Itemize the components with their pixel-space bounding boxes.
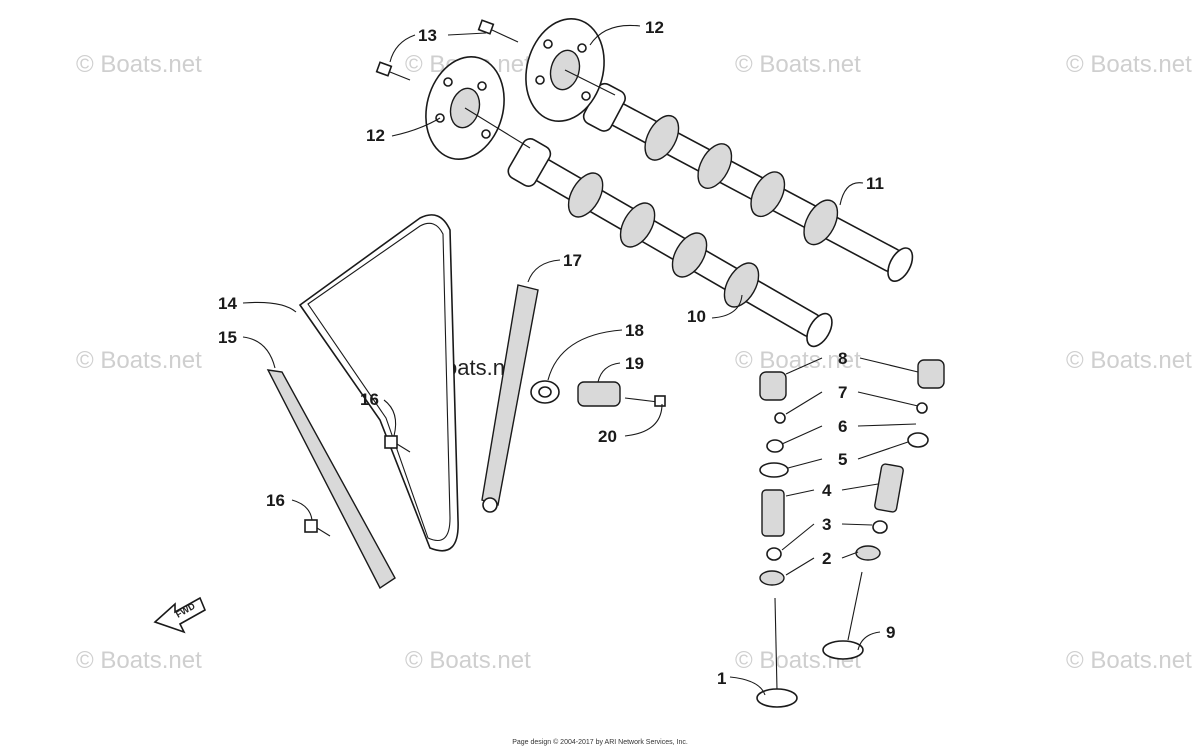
timing-chain[interactable] (298, 214, 459, 552)
valve-lifter-right[interactable] (917, 359, 945, 389)
assembly-line (464, 107, 531, 149)
spring-seat-right[interactable] (855, 545, 881, 561)
valve-spring-right[interactable] (874, 463, 904, 513)
watermark: © Boats.net (735, 51, 861, 78)
valve-lifter-left[interactable] (759, 371, 787, 401)
callout-16-upper[interactable]: 16 (360, 390, 379, 409)
watermark-layer: © Boats.net © Boats.net © Boats.net © Bo… (76, 51, 1192, 674)
valve-train-right (822, 359, 945, 660)
spring-retainer-right[interactable] (907, 432, 929, 448)
valve-keeper-left[interactable] (766, 439, 784, 453)
sprocket-bolt-lower[interactable] (375, 61, 411, 81)
callout-labels: 1 2 3 4 5 6 7 8 9 10 11 12 12 13 14 15 1… (218, 18, 895, 688)
callout-16-lower[interactable]: 16 (266, 491, 285, 510)
tensioner-bolt[interactable] (624, 395, 666, 407)
tensioner-gasket[interactable] (530, 380, 560, 404)
callout-7[interactable]: 7 (838, 383, 847, 402)
watermark: © Boats.net (1066, 347, 1192, 374)
guide-bolt-lower[interactable] (304, 519, 331, 537)
valve-train-left (756, 371, 798, 708)
chain-guide[interactable] (481, 284, 539, 506)
callout-14[interactable]: 14 (218, 294, 237, 313)
callout-5[interactable]: 5 (838, 450, 847, 469)
shim-left[interactable] (774, 412, 786, 424)
valve-seal-right[interactable] (872, 520, 888, 534)
callout-8[interactable]: 8 (838, 349, 847, 368)
footer-copyright: Page design © 2004-2017 by ARI Network S… (512, 738, 688, 746)
callout-2[interactable]: 2 (822, 549, 831, 568)
callout-19[interactable]: 19 (625, 354, 644, 373)
callout-6[interactable]: 6 (838, 417, 847, 436)
watermark: © Boats.net (76, 647, 202, 674)
chain-tensioner-guide[interactable] (266, 369, 396, 590)
callout-10[interactable]: 10 (687, 307, 706, 326)
callout-15[interactable]: 15 (218, 328, 237, 347)
intake-camshaft[interactable] (504, 134, 840, 356)
valve-seal-left[interactable] (766, 547, 782, 561)
callout-18[interactable]: 18 (625, 321, 644, 340)
callout-3[interactable]: 3 (822, 515, 831, 534)
valve-stem-left[interactable] (774, 597, 778, 691)
callout-20[interactable]: 20 (598, 427, 617, 446)
callout-9[interactable]: 9 (886, 623, 895, 642)
watermark: © Boats.net (1066, 647, 1192, 674)
chain-tensioner[interactable] (577, 381, 621, 407)
guide-bolt-upper[interactable] (384, 435, 411, 453)
spring-retainer-left[interactable] (759, 462, 789, 478)
callout-12-upper[interactable]: 12 (645, 18, 664, 37)
callout-12-lower[interactable]: 12 (366, 126, 385, 145)
watermark: © Boats.net (76, 347, 202, 374)
forward-direction-arrow: FWD (153, 596, 207, 634)
callout-11[interactable]: 11 (866, 174, 884, 193)
watermark: © Boats.net (1066, 51, 1192, 78)
watermark: © Boats.net (76, 51, 202, 78)
watermark: © Boats.net (405, 647, 531, 674)
valve-stem-right[interactable] (847, 571, 863, 641)
callout-13[interactable]: 13 (418, 26, 437, 45)
callout-leaders (242, 24, 919, 696)
sprocket-bolt-upper[interactable] (477, 19, 519, 43)
exhaust-camshaft[interactable] (580, 79, 920, 290)
spring-seat-left[interactable] (759, 570, 785, 586)
callout-4[interactable]: 4 (822, 481, 832, 500)
assembly-line (564, 69, 616, 96)
valve-head-right[interactable] (822, 640, 864, 660)
callout-1[interactable]: 1 (717, 669, 726, 688)
watermark: © Boats.net (735, 347, 861, 374)
callout-17[interactable]: 17 (563, 251, 582, 270)
shim-right[interactable] (916, 402, 928, 414)
valve-head-left[interactable] (756, 688, 798, 708)
valve-spring-left[interactable] (761, 489, 785, 537)
